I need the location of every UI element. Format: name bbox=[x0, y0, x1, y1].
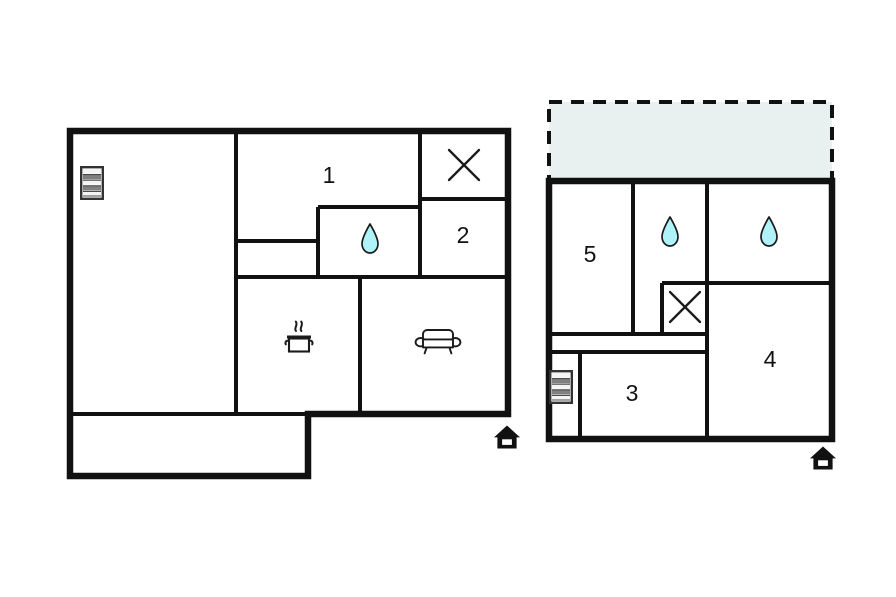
house-icon bbox=[493, 424, 521, 450]
stairs-icon bbox=[549, 370, 573, 404]
left-outer-wall bbox=[66, 127, 512, 480]
room-label-2: 2 bbox=[457, 222, 470, 248]
terrace-outline bbox=[547, 100, 834, 183]
left-interior-walls bbox=[70, 131, 508, 416]
stairs-icon bbox=[80, 166, 104, 200]
right-interior-walls bbox=[549, 181, 832, 439]
room-label-5: 5 bbox=[584, 241, 597, 267]
right-outer-wall bbox=[545, 177, 836, 443]
floor-left: 1 2 bbox=[66, 127, 521, 480]
floor-right: 5 4 3 bbox=[545, 100, 837, 471]
house-icon bbox=[809, 445, 837, 471]
room-label-3: 3 bbox=[626, 380, 639, 406]
room-label-1: 1 bbox=[323, 162, 336, 188]
room-label-4: 4 bbox=[764, 346, 777, 372]
